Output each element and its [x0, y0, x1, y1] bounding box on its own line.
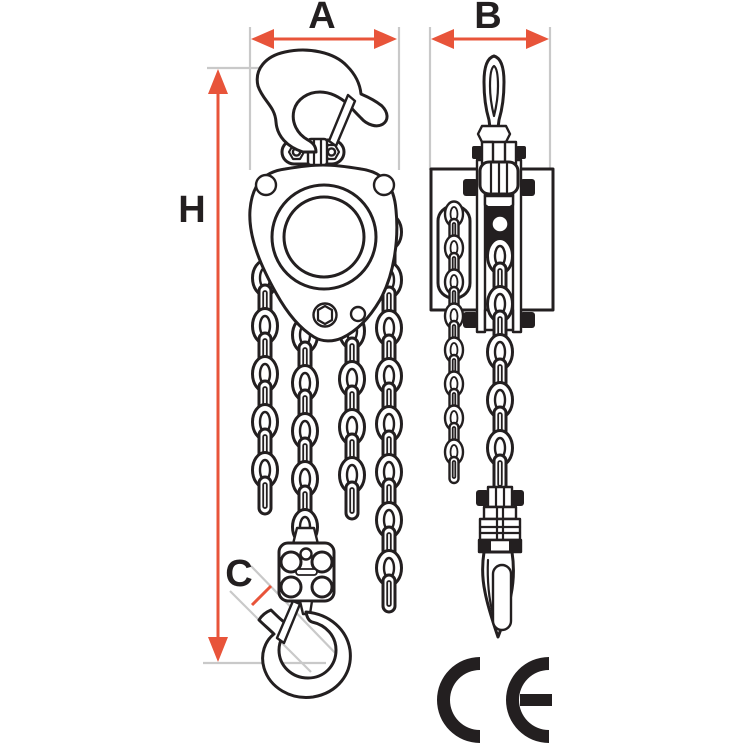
side-bottom-hook-block: [476, 485, 524, 554]
chain-guide-hole: [349, 305, 367, 323]
top-hook-latch: [327, 93, 357, 148]
bottom-hook-block: [277, 526, 336, 603]
dimension-label-a: A: [308, 0, 335, 37]
bottom-hook-latch: [275, 599, 302, 645]
dimension-c: C: [225, 553, 273, 607]
ce-mark-icon: [437, 657, 552, 743]
side-top-hook: [472, 54, 526, 196]
wheel-pin: [490, 214, 510, 234]
side-view: [429, 54, 555, 639]
front-view: [248, 48, 403, 699]
dimension-a: A: [251, 0, 397, 49]
dimension-h: H: [178, 69, 228, 662]
dimension-label-h: H: [178, 189, 205, 231]
bottom-hook: [257, 599, 352, 699]
dimension-label-c: C: [225, 553, 252, 595]
body-bolt-hole: [372, 173, 396, 197]
side-bottom-hook: [481, 550, 515, 639]
dimension-label-b: B: [474, 0, 501, 37]
top-hook: [255, 48, 389, 154]
body-bolt-hole: [254, 173, 278, 197]
load-sheave-opening: [282, 195, 366, 279]
gear-body: [248, 163, 399, 343]
dimension-b: B: [431, 0, 549, 49]
